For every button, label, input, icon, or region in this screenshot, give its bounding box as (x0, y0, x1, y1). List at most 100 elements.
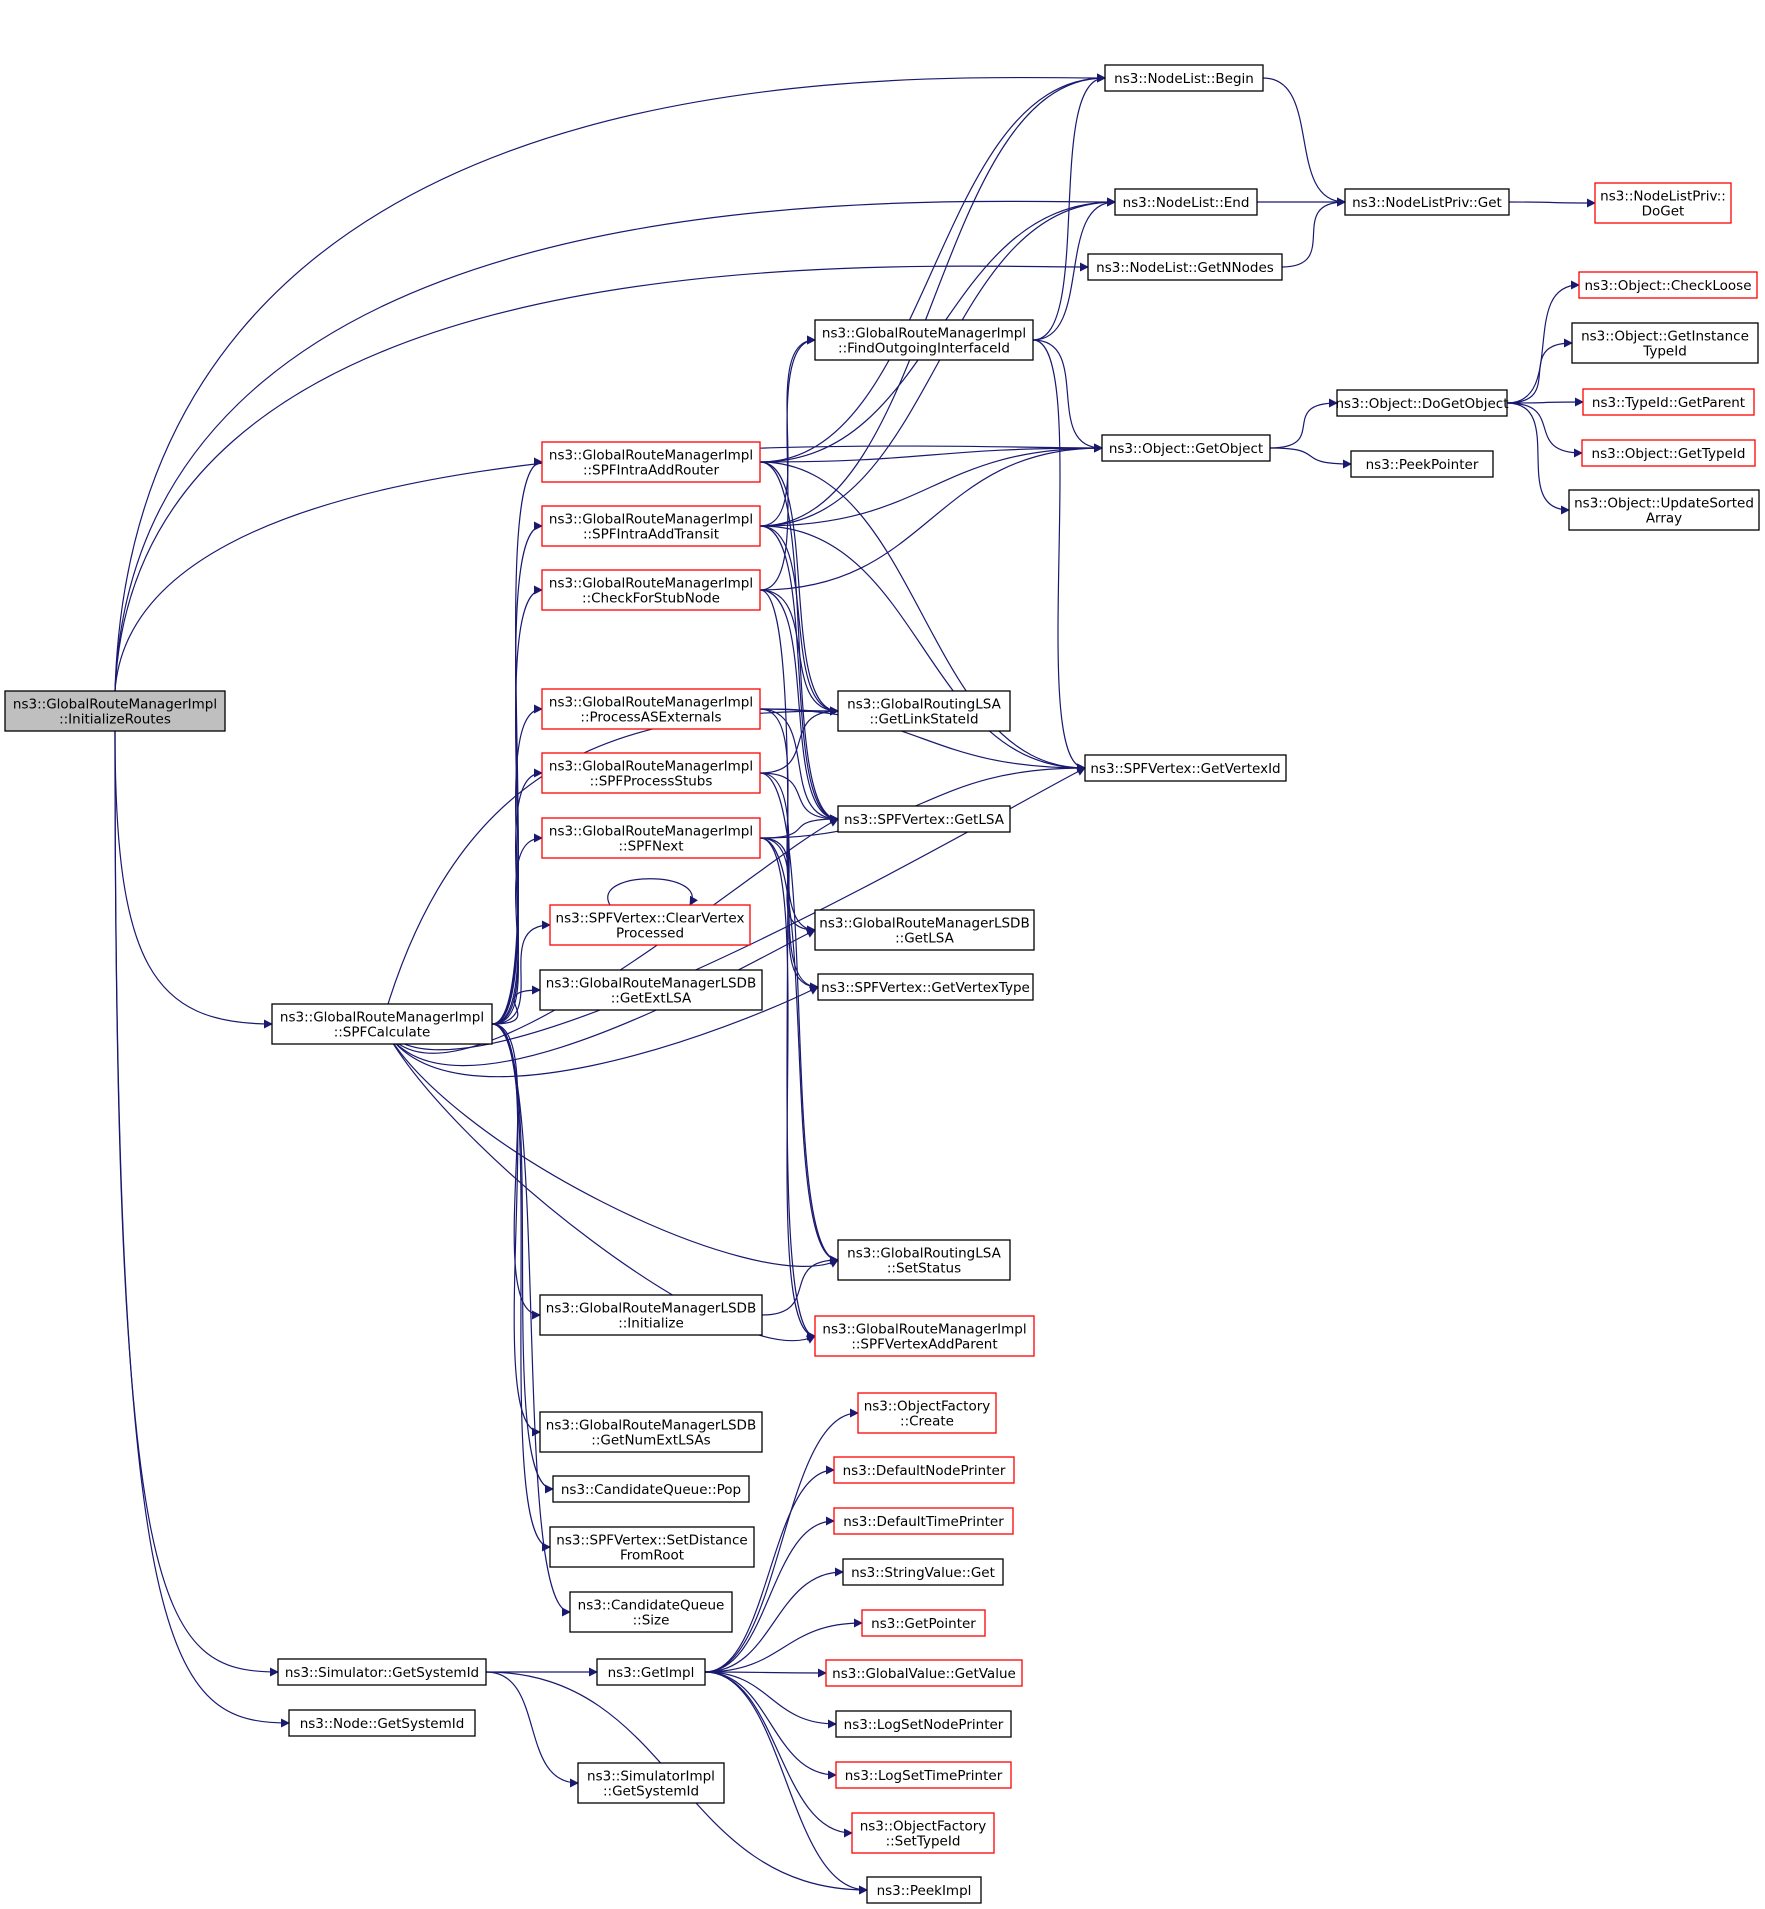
node-lsdbNumExt[interactable]: ns3::GlobalRouteManagerLSDB::GetNumExtLS… (539, 1411, 763, 1453)
node-label: ns3::GlobalRouteManagerLSDB (546, 1418, 756, 1434)
node-nlpGet[interactable]: ns3::NodeListPriv::Get (1344, 188, 1510, 216)
node-label: ns3::ObjectFactory (860, 1819, 987, 1835)
node-ofCreate[interactable]: ns3::ObjectFactory::Create (857, 1392, 997, 1434)
node-lsdbGetLSA[interactable]: ns3::GlobalRouteManagerLSDB::GetLSA (814, 909, 1035, 951)
node-defNodePr[interactable]: ns3::DefaultNodePrinter (833, 1456, 1015, 1484)
node-label: DoGet (1642, 204, 1685, 220)
call-edge-findOut-to-vtxId (1032, 339, 1086, 773)
node-nlBegin[interactable]: ns3::NodeList::Begin (1104, 64, 1264, 92)
node-box (541, 569, 761, 611)
node-box (1344, 188, 1510, 216)
node-label: ns3::GlobalRouteManagerImpl (549, 512, 753, 528)
node-spfCalc[interactable]: ns3::GlobalRouteManagerImpl::SPFCalculat… (271, 1003, 493, 1045)
node-vtxLSA[interactable]: ns3::SPFVertex::GetLSA (837, 805, 1011, 833)
call-edge-initRoutes-to-nlGetN (114, 262, 1089, 692)
node-label: ::CheckForStubNode (582, 591, 720, 607)
call-edge-spfCalc-to-cqPop (491, 1023, 554, 1494)
node-nodeSysId[interactable]: ns3::Node::GetSystemId (288, 1709, 476, 1737)
node-nlEnd[interactable]: ns3::NodeList::End (1114, 188, 1258, 216)
node-cqPop[interactable]: ns3::CandidateQueue::Pop (552, 1475, 750, 1503)
node-tidGetParent[interactable]: ns3::TypeId::GetParent (1582, 388, 1755, 416)
node-box (1582, 388, 1755, 416)
call-edge-getImpl-to-peekImpl (704, 1671, 868, 1895)
call-edge-spfCalc-to-lsdbInit (491, 1023, 541, 1320)
node-logNodePr[interactable]: ns3::LogSetNodePrinter (835, 1710, 1012, 1738)
node-label: ns3::GlobalRouteManagerLSDB (546, 1301, 756, 1317)
node-cqSize[interactable]: ns3::CandidateQueue::Size (569, 1591, 733, 1633)
node-lsdbInit[interactable]: ns3::GlobalRouteManagerLSDB::Initialize (539, 1294, 763, 1336)
node-simImplSysId[interactable]: ns3::SimulatorImpl::GetSystemId (577, 1762, 725, 1804)
node-box (277, 1658, 487, 1686)
node-label: ::GetExtLSA (611, 991, 692, 1007)
node-label: ns3::NodeListPriv:: (1600, 189, 1726, 205)
call-edge-getObject-to-peekPointer (1269, 447, 1352, 469)
node-nlGetN[interactable]: ns3::NodeList::GetNNodes (1087, 253, 1283, 281)
node-label: FromRoot (620, 1548, 684, 1564)
node-label: ::Size (633, 1613, 670, 1629)
node-label: ::ProcessASExternals (580, 710, 721, 726)
node-lsaStatus[interactable]: ns3::GlobalRoutingLSA::SetStatus (837, 1239, 1011, 1281)
node-vtxId[interactable]: ns3::SPFVertex::GetVertexId (1084, 754, 1287, 782)
call-edge-procStubs-to-lsaLinkState (759, 706, 839, 774)
node-box (1114, 188, 1258, 216)
node-simSysId[interactable]: ns3::Simulator::GetSystemId (277, 1658, 487, 1686)
node-spfNext[interactable]: ns3::GlobalRouteManagerImpl::SPFNext (541, 817, 761, 859)
node-box (1568, 489, 1760, 531)
node-box (541, 505, 761, 547)
node-box (1087, 253, 1283, 281)
node-strValGet[interactable]: ns3::StringValue::Get (842, 1558, 1004, 1586)
node-getObject[interactable]: ns3::Object::GetObject (1101, 434, 1271, 462)
call-edge-doGetObject-to-updSorted (1506, 402, 1570, 515)
node-procAS[interactable]: ns3::GlobalRouteManagerImpl::ProcessASEx… (541, 688, 761, 730)
call-edge-getImpl-to-logNodePr (704, 1671, 837, 1729)
call-edge-spfAddTransit-to-getObject (759, 443, 1103, 527)
node-label: ::SetTypeId (886, 1834, 961, 1850)
node-ofSetTid[interactable]: ns3::ObjectFactory::SetTypeId (851, 1812, 995, 1854)
node-lsaLinkState[interactable]: ns3::GlobalRoutingLSA::GetLinkStateId (837, 690, 1011, 732)
node-getPointer[interactable]: ns3::GetPointer (861, 1609, 986, 1637)
call-edge-spfCalc-to-cqSize (491, 1023, 571, 1617)
node-doGetObject[interactable]: ns3::Object::DoGetObject (1335, 389, 1509, 417)
node-label: ::SPFIntraAddTransit (583, 527, 719, 543)
node-label: ns3::Object::GetObject (1109, 441, 1263, 457)
call-edge-spfAddTransit-to-nlBegin (759, 73, 1106, 527)
node-initRoutes[interactable]: ns3::GlobalRouteManagerImpl::InitializeR… (4, 690, 226, 732)
node-lsdbGetExt[interactable]: ns3::GlobalRouteManagerLSDB::GetExtLSA (539, 969, 763, 1011)
call-edge-getImpl-to-logTimePr (704, 1671, 837, 1780)
node-vtxType[interactable]: ns3::SPFVertex::GetVertexType (817, 973, 1034, 1001)
node-peekImpl[interactable]: ns3::PeekImpl (866, 1876, 982, 1904)
call-edge-spfCalc-to-clearVtx (491, 920, 551, 1025)
node-defTimePr[interactable]: ns3::DefaultTimePrinter (833, 1507, 1014, 1535)
node-label: TypeId (1642, 344, 1687, 360)
call-edge-checkStub-to-getObject (759, 443, 1103, 591)
node-label: ns3::GlobalRoutingLSA (847, 1246, 1001, 1262)
node-peekPointer[interactable]: ns3::PeekPointer (1350, 450, 1494, 478)
node-nlpDoGet[interactable]: ns3::NodeListPriv::DoGet (1594, 182, 1732, 224)
node-getImpl[interactable]: ns3::GetImpl (596, 1658, 706, 1686)
node-spfAddRouter[interactable]: ns3::GlobalRouteManagerImpl::SPFIntraAdd… (541, 441, 761, 483)
nodes-layer: ns3::GlobalRouteManagerImpl::InitializeR… (4, 64, 1760, 1904)
node-label: ns3::PeekImpl (877, 1883, 972, 1899)
node-checkLoose[interactable]: ns3::Object::CheckLoose (1578, 271, 1758, 299)
node-procStubs[interactable]: ns3::GlobalRouteManagerImpl::SPFProcessS… (541, 752, 761, 794)
node-box (835, 1761, 1012, 1789)
node-logTimePr[interactable]: ns3::LogSetTimePrinter (835, 1761, 1012, 1789)
node-vtxAddParent[interactable]: ns3::GlobalRouteManagerImpl::SPFVertexAd… (814, 1315, 1035, 1357)
node-box (1104, 64, 1264, 92)
node-findOut[interactable]: ns3::GlobalRouteManagerImpl::FindOutgoin… (814, 319, 1034, 361)
call-edge-getObject-to-doGetObject (1269, 398, 1338, 449)
node-box (288, 1709, 476, 1737)
node-gvGetValue[interactable]: ns3::GlobalValue::GetValue (825, 1659, 1023, 1687)
node-label: Array (1646, 511, 1682, 527)
call-edge-checkStub-to-vtxLSA (759, 589, 839, 824)
node-box (814, 909, 1035, 951)
node-objGetTid[interactable]: ns3::Object::GetTypeId (1581, 439, 1756, 467)
node-spfAddTransit[interactable]: ns3::GlobalRouteManagerImpl::SPFIntraAdd… (541, 505, 761, 547)
node-checkStub[interactable]: ns3::GlobalRouteManagerImpl::CheckForStu… (541, 569, 761, 611)
node-label: ns3::CandidateQueue::Pop (561, 1482, 741, 1498)
node-label: ns3::SPFVertex::ClearVertex (556, 911, 745, 927)
